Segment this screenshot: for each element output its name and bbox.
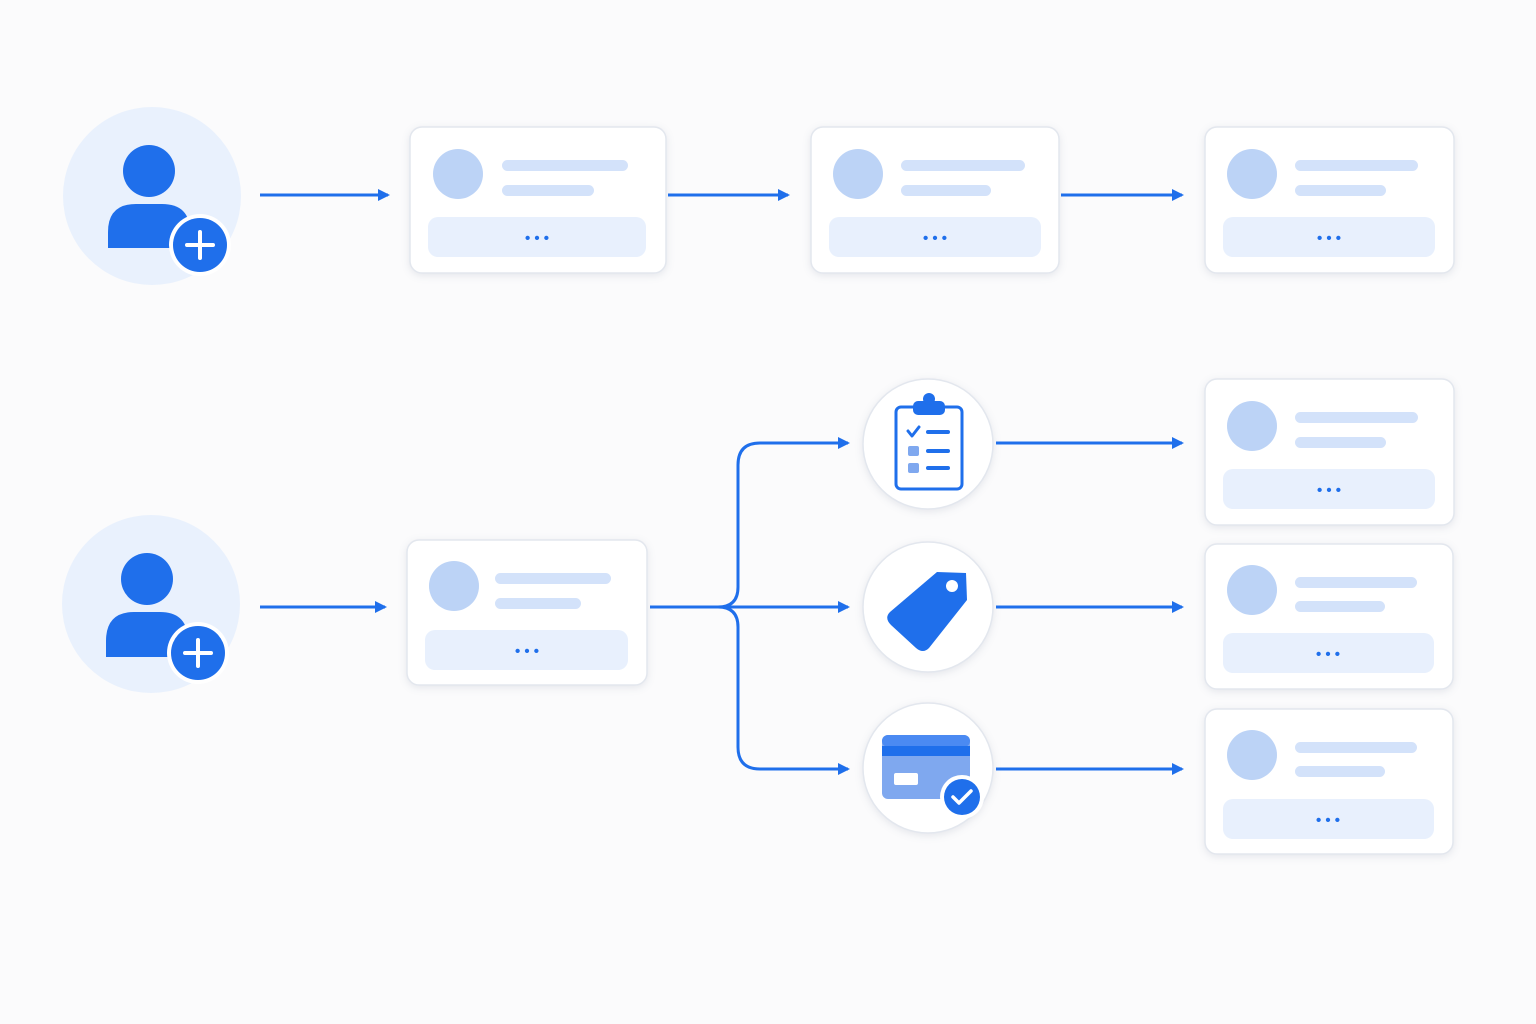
- branch-connector: [650, 437, 850, 775]
- add-user-node-1[interactable]: [63, 107, 241, 285]
- card-subtitle-line: [502, 185, 594, 196]
- card-action-label: • • •: [1316, 646, 1340, 663]
- tag-icon: [887, 572, 967, 651]
- card-title-line: [1295, 742, 1417, 753]
- add-user-icon: [106, 553, 229, 684]
- card-avatar-placeholder: [1227, 401, 1277, 451]
- card-avatar-placeholder: [1227, 149, 1277, 199]
- card-action-label: • • •: [1317, 230, 1341, 247]
- card-subtitle-line: [1295, 185, 1386, 196]
- card-avatar-placeholder: [429, 561, 479, 611]
- card-avatar-placeholder: [833, 149, 883, 199]
- card-subtitle-line: [1295, 766, 1385, 777]
- card-subtitle-line: [495, 598, 581, 609]
- card-avatar-placeholder: [1227, 565, 1277, 615]
- card-subtitle-line: [901, 185, 991, 196]
- tag-node[interactable]: [862, 541, 994, 673]
- flow-card[interactable]: • • •: [409, 126, 667, 274]
- card-subtitle-line: [1295, 601, 1385, 612]
- flow-card[interactable]: • • •: [406, 539, 648, 686]
- card-title-line: [1295, 160, 1418, 171]
- card-action-label: • • •: [1316, 812, 1340, 829]
- card-action-bar[interactable]: [829, 217, 1041, 257]
- card-title-line: [502, 160, 628, 171]
- flow-card[interactable]: • • •: [810, 126, 1060, 274]
- card-action-bar[interactable]: [1223, 633, 1434, 673]
- card-action-bar[interactable]: [1223, 217, 1435, 257]
- card-action-label: • • •: [1317, 482, 1341, 499]
- card-title-line: [901, 160, 1025, 171]
- flow-card[interactable]: • • •: [1204, 378, 1455, 526]
- flow-card[interactable]: • • •: [1204, 126, 1455, 274]
- checklist-node[interactable]: [862, 378, 994, 510]
- card-title-line: [1295, 577, 1417, 588]
- card-action-bar[interactable]: [428, 217, 646, 257]
- card-action-label: • • •: [525, 230, 549, 247]
- card-subtitle-line: [1295, 437, 1386, 448]
- flow-card[interactable]: • • •: [1204, 708, 1454, 855]
- card-title-line: [495, 573, 611, 584]
- credit-card-verified-icon: [882, 735, 984, 819]
- card-action-label: • • •: [515, 643, 539, 660]
- checklist-icon: [894, 393, 964, 491]
- card-avatar-placeholder: [433, 149, 483, 199]
- add-user-node-2[interactable]: [62, 515, 240, 693]
- card-title-line: [1295, 412, 1418, 423]
- flow-card[interactable]: • • •: [1204, 543, 1454, 690]
- card-action-bar[interactable]: [1223, 469, 1435, 509]
- add-user-icon: [108, 145, 231, 276]
- card-action-label: • • •: [923, 230, 947, 247]
- payment-node[interactable]: [862, 702, 994, 834]
- card-action-bar[interactable]: [425, 630, 628, 670]
- card-action-bar[interactable]: [1223, 799, 1434, 839]
- card-avatar-placeholder: [1227, 730, 1277, 780]
